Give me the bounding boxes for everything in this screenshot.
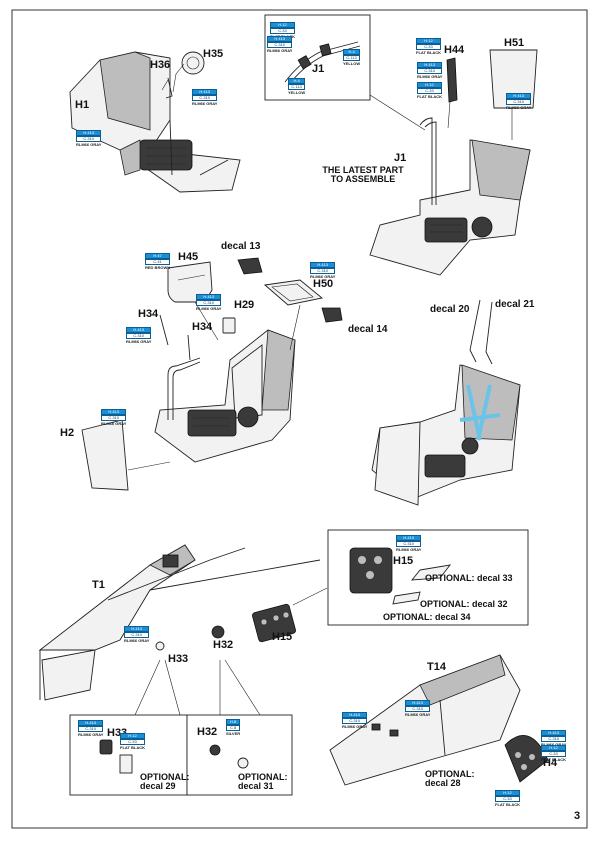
cockpit-tub-top-right (369, 117, 531, 276)
optional-decal32: OPTIONAL: decal 32 (420, 599, 508, 609)
label-H44: H44 (444, 44, 465, 56)
label-decal14: decal 14 (348, 324, 388, 335)
label-decal21: decal 21 (495, 299, 535, 310)
label-H50: H50 (313, 278, 334, 290)
label-J1-inset: J1 (312, 63, 325, 75)
optional-decal31: OPTIONAL: decal 31 (238, 772, 288, 791)
seat-assembly-mid-left (154, 329, 296, 463)
part-H33 (155, 641, 165, 651)
label-T1: T1 (92, 579, 105, 591)
part-H44 (446, 57, 458, 129)
fuselage-side-T14 (329, 654, 521, 786)
label-H34a: H34 (138, 308, 159, 320)
label-H2: H2 (60, 427, 75, 439)
label-H32: H32 (213, 639, 234, 651)
seat-with-harness (371, 299, 521, 506)
label-H1: H1 (75, 99, 90, 111)
page-number: 3 (574, 810, 581, 822)
label-H4: H4 (543, 757, 558, 769)
part-H32 (211, 625, 225, 639)
part-H34 (159, 314, 191, 361)
label-H15-inset: H15 (393, 555, 414, 567)
label-H33-inset: H33 (107, 727, 128, 739)
instrument-H4 (504, 735, 549, 783)
optional-decal28: OPTIONAL: decal 28 (425, 769, 475, 788)
inset-H15-panel (349, 547, 452, 605)
label-H33: H33 (168, 653, 189, 665)
fuselage-side-T1 (38, 544, 321, 701)
label-H34b: H34 (192, 321, 213, 333)
part-H29 (222, 317, 236, 334)
label-decal13: decal 13 (221, 241, 261, 252)
part-H2 (81, 419, 129, 491)
inset-H32-part (209, 744, 249, 769)
label-T14: T14 (427, 661, 446, 673)
cockpit-tub-top-left (69, 51, 241, 193)
label-H32-inset: H32 (197, 726, 218, 738)
part-H50-tray (263, 279, 324, 306)
label-H15: H15 (272, 631, 293, 643)
label-H51: H51 (504, 37, 525, 49)
latest-part-note: THE LATEST PART TO ASSEMBLE (322, 165, 404, 184)
optional-decal29: OPTIONAL: decal 29 (140, 772, 190, 791)
optional-decal33: OPTIONAL: decal 33 (425, 573, 513, 583)
label-H36: H36 (150, 59, 171, 71)
page-border (11, 9, 588, 829)
label-H29: H29 (234, 299, 255, 311)
inset-J1-pipe (284, 41, 361, 87)
label-decal20: decal 20 (430, 304, 470, 315)
part-decal14 (321, 307, 343, 323)
label-J1: J1 (394, 152, 407, 164)
label-H45: H45 (178, 251, 199, 263)
label-H35: H35 (203, 48, 224, 60)
trim-wheel-H36-H35 (161, 51, 205, 99)
inset-H33-part (99, 739, 133, 774)
optional-decal34: OPTIONAL: decal 34 (383, 612, 471, 622)
part-decal13 (237, 257, 263, 275)
instrument-H15 (252, 603, 296, 643)
